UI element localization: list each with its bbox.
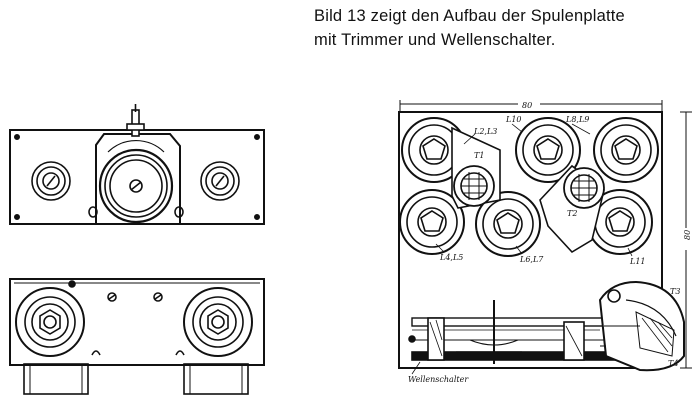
coil-l11 xyxy=(587,189,653,255)
front-view-panel xyxy=(9,104,265,225)
front-left-knob xyxy=(31,161,71,201)
coil-plate-outline xyxy=(398,111,663,369)
leader-lines xyxy=(411,123,633,375)
height-dimension-label: 80 xyxy=(683,230,692,240)
label-l11: L11 xyxy=(629,257,646,266)
label-t4: T4 xyxy=(668,359,678,368)
label-t1: T1 xyxy=(474,151,484,160)
front-right-knob xyxy=(200,161,240,201)
label-l4-l5: L4,L5 xyxy=(439,253,463,262)
caption-line-1: Bild 13 zeigt den Aufbau der Spulenplatt… xyxy=(314,7,625,25)
diagram-labels: L2,L3 L10 L8,L9 T1 T2 L4,L5 L6,L7 L11 T3… xyxy=(408,115,680,384)
trimmer-t2 xyxy=(539,164,605,254)
coil-l4-l5 xyxy=(399,189,465,255)
coil-plate-diagram: 80 80 xyxy=(398,97,692,375)
width-dimension xyxy=(399,97,663,112)
top-right-coil xyxy=(183,287,253,357)
coil-l8-l9 xyxy=(593,117,659,183)
label-l6-l7: L6,L7 xyxy=(519,255,544,264)
label-l10: L10 xyxy=(505,115,522,124)
trimmer-t3-t4 xyxy=(598,280,685,372)
label-t3: T3 xyxy=(670,287,680,296)
caption: Bild 13 zeigt den Aufbau der Spulenplatt… xyxy=(314,4,694,52)
wave-switch-assembly xyxy=(408,300,627,364)
trimmer-t1 xyxy=(451,126,501,209)
top-view-panel xyxy=(9,278,265,395)
label-t2: T2 xyxy=(567,209,577,218)
label-l2-l3: L2,L3 xyxy=(473,127,497,136)
front-trimmer-housing xyxy=(88,104,184,225)
top-right-block xyxy=(183,363,249,395)
coil-l10 xyxy=(515,117,581,183)
top-left-coil xyxy=(15,287,85,357)
label-wellenschalter: Wellenschalter xyxy=(408,375,469,384)
width-dimension-label: 80 xyxy=(522,101,532,110)
top-left-block xyxy=(23,363,89,395)
caption-line-2: mit Trimmer und Wellenschalter. xyxy=(314,31,556,49)
coil-l6-l7 xyxy=(475,191,541,257)
label-l8-l9: L8,L9 xyxy=(565,115,589,124)
height-dimension xyxy=(680,111,692,369)
